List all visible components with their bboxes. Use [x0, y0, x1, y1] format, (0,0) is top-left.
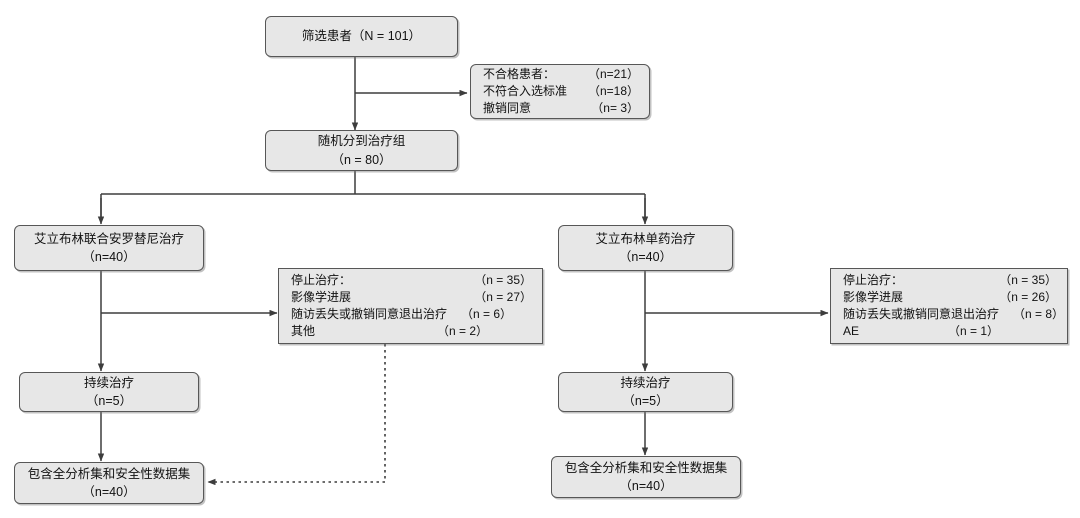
node-analysis-set-right-line1: 包含全分析集和安全性数据集 [564, 460, 728, 475]
node-arm-combination: 艾立布林联合安罗替尼治疗 （n=40） [14, 225, 204, 271]
node-screened-patients: 筛选患者（N = 101） [265, 16, 458, 57]
disc-right-row-ae-count: （n = 1） [947, 324, 999, 339]
disc-right-row-lost-followup-count: （n = 8） [1013, 307, 1065, 321]
disc-left-row-other-count: （n = 2） [436, 324, 488, 339]
node-arm-combination-line2: （n=40） [82, 250, 136, 264]
node-ongoing-right-line1: 持续治疗 [620, 375, 671, 390]
node-randomized: 随机分到治疗组 （n = 80） [265, 130, 458, 171]
excluded-row-criteria-label: 不符合入选标准 [483, 83, 568, 98]
disc-right-row-stopped: 停止治疗： （n = 35） [843, 272, 1057, 289]
excluded-row-withdrew-label: 撤销同意 [483, 101, 532, 116]
disc-right-row-ae: AE （n = 1） [843, 323, 1057, 340]
disc-right-row-progression: 影像学进展 （n = 26） [843, 289, 1057, 306]
excluded-row-ineligible-count: （n=21） [587, 66, 639, 81]
disc-left-row-lost-followup-label: 随访丢失或撤销同意退出治疗 [291, 307, 448, 321]
disc-left-row-progression-count: （n = 27） [474, 289, 532, 304]
disc-right-row-progression-count: （n = 26） [999, 289, 1057, 304]
node-arm-monotherapy-line1: 艾立布林单药治疗 [595, 231, 696, 246]
disc-left-row-stopped: 停止治疗： （n = 35） [291, 272, 532, 289]
excluded-row-withdrew-count: （n= 3） [591, 101, 639, 116]
node-discontinued-left: 停止治疗： （n = 35） 影像学进展 （n = 27） 随访丢失或撤销同意退… [278, 268, 543, 344]
excluded-row-criteria-count: （n=18） [587, 83, 639, 98]
node-discontinued-right: 停止治疗： （n = 35） 影像学进展 （n = 26） 随访丢失或撤销同意退… [830, 268, 1068, 344]
disc-left-row-progression: 影像学进展 （n = 27） [291, 289, 532, 306]
disc-left-row-other-label: 其他 [291, 324, 316, 339]
edge-discontinued-left-to-analysis-dotted [207, 344, 386, 486]
excluded-row-ineligible-label: 不合格患者： [483, 66, 556, 81]
disc-right-row-ae-label: AE [843, 324, 860, 339]
edge-randomized-split [100, 171, 646, 221]
node-analysis-set-right: 包含全分析集和安全性数据集 （n=40） [551, 456, 741, 498]
excluded-row-criteria: 不符合入选标准 （n=18） [483, 83, 639, 100]
disc-right-row-stopped-label: 停止治疗： [843, 272, 904, 287]
disc-left-row-lost-followup: 随访丢失或撤销同意退出治疗 （n = 6） [291, 306, 532, 323]
node-arm-monotherapy: 艾立布林单药治疗 （n=40） [558, 225, 733, 271]
excluded-row-withdrew: 撤销同意 （n= 3） [483, 100, 639, 117]
disc-left-row-stopped-label: 停止治疗： [291, 272, 352, 287]
disc-right-row-progression-label: 影像学进展 [843, 289, 904, 304]
disc-left-row-other: 其他 （n = 2） [291, 323, 532, 340]
node-ongoing-left-line1: 持续治疗 [83, 375, 134, 390]
node-analysis-set-left-line1: 包含全分析集和安全性数据集 [27, 466, 191, 481]
node-arm-monotherapy-line2: （n=40） [618, 250, 673, 264]
disc-left-row-progression-label: 影像学进展 [291, 289, 352, 304]
node-ongoing-right-line2: （n=5） [622, 394, 669, 408]
node-ongoing-right: 持续治疗 （n=5） [558, 372, 733, 412]
excluded-row-ineligible: 不合格患者： （n=21） [483, 66, 639, 83]
node-ongoing-left: 持续治疗 （n=5） [19, 372, 199, 412]
disc-right-row-lost-followup: 随访丢失或撤销同意退出治疗 （n = 8） [843, 306, 1064, 323]
node-excluded-patients: 不合格患者： （n=21） 不符合入选标准 （n=18） 撤销同意 （n= 3） [470, 64, 650, 119]
disc-left-row-stopped-count: （n = 35） [474, 272, 532, 287]
disc-left-row-lost-followup-count: （n = 6） [461, 307, 513, 321]
node-analysis-set-right-line2: （n=40） [619, 479, 673, 493]
disc-right-row-lost-followup-label: 随访丢失或撤销同意退出治疗 [843, 307, 1000, 321]
node-randomized-line2: （n = 80） [331, 152, 392, 167]
disc-right-row-stopped-count: （n = 35） [999, 272, 1057, 287]
node-ongoing-left-line2: （n=5） [85, 394, 133, 408]
node-arm-combination-line1: 艾立布林联合安罗替尼治疗 [33, 231, 184, 246]
node-analysis-set-left: 包含全分析集和安全性数据集 （n=40） [14, 462, 204, 504]
node-randomized-line1: 随机分到治疗组 [317, 134, 406, 149]
node-analysis-set-left-line2: （n=40） [82, 485, 136, 499]
node-screened-line1: 筛选患者（N = 101） [301, 29, 422, 44]
